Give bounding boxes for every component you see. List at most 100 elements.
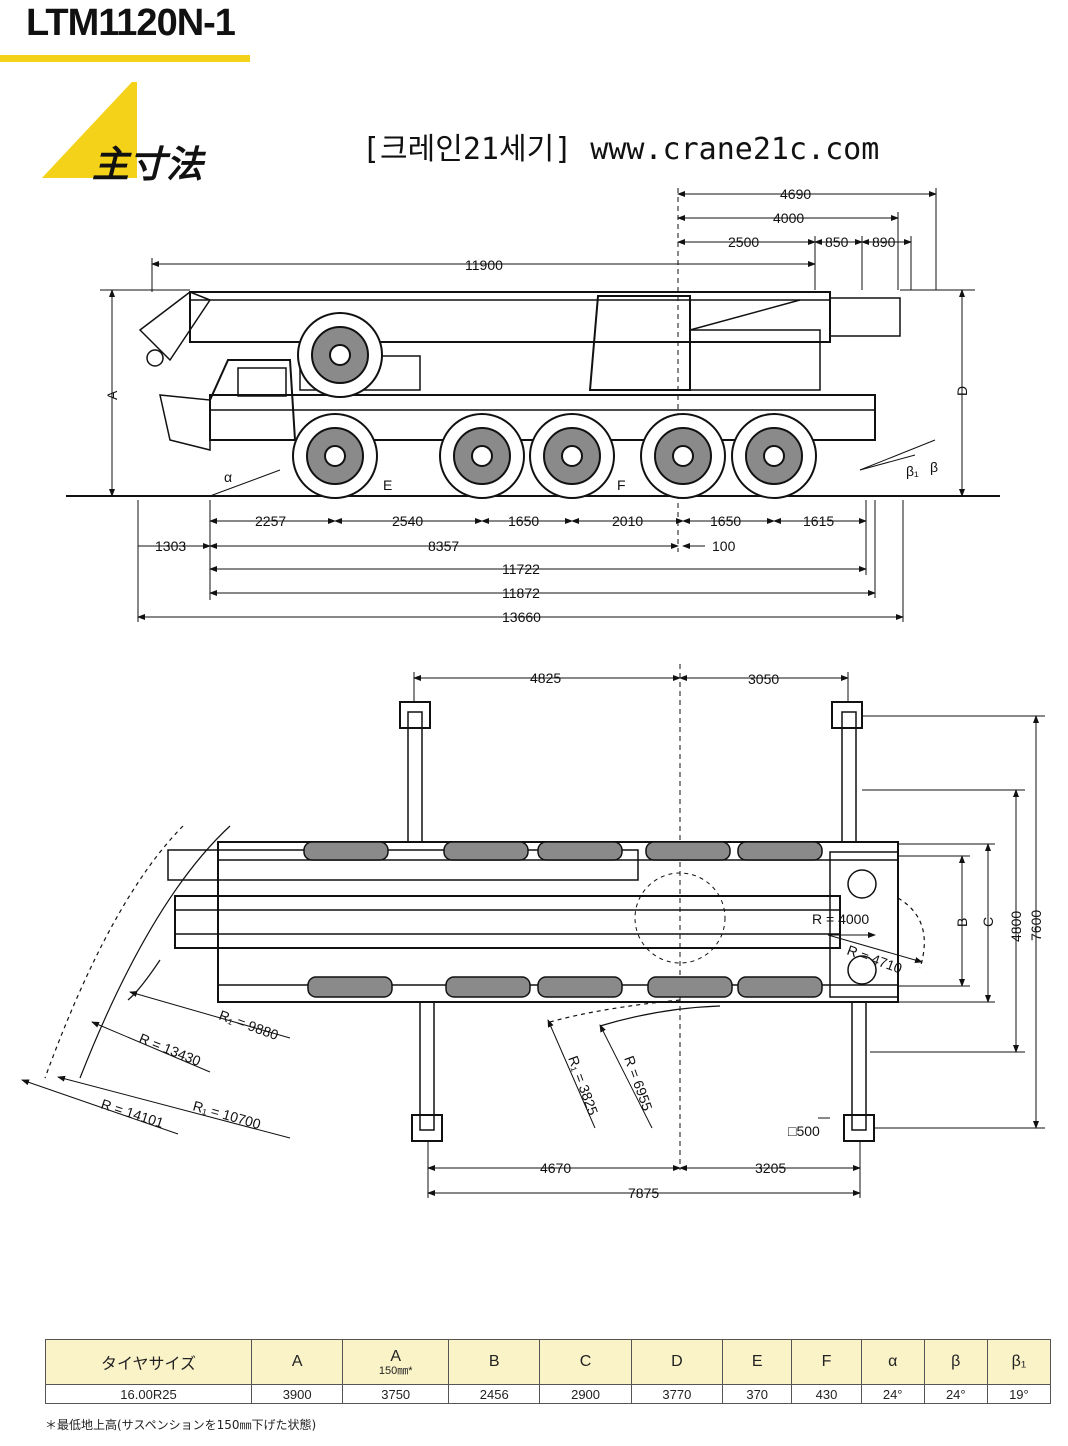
dim-4825: 4825: [530, 670, 561, 686]
radius-pointers: [21, 932, 923, 1139]
side-view: [66, 188, 1000, 552]
header-tire-size: タイヤサイズ: [45, 1339, 252, 1385]
side-vertical-dims: [100, 289, 975, 497]
tire-top-3: [537, 841, 623, 861]
dim-11900: 11900: [465, 257, 503, 273]
side-top-dim-labels: 4690 4000 2500 850 890 11900: [465, 186, 896, 273]
dim-100: 100: [712, 538, 736, 554]
dim-890: 890: [872, 234, 896, 250]
tire-top-1: [303, 841, 389, 861]
radius-10700: R₁ = 10700: [191, 1098, 263, 1133]
wheel-3: [529, 413, 615, 499]
dim-3050: 3050: [748, 671, 779, 687]
radius-14101: R = 14101: [99, 1096, 166, 1131]
dim-2540: 2540: [392, 513, 423, 529]
cell-tire: 16.00R25: [45, 1384, 252, 1404]
footnote: ＊最低地上高(サスペンションを150㎜下げた状態): [45, 1418, 317, 1432]
tire-top-4: [645, 841, 731, 861]
dim-4000: 4000: [773, 210, 804, 226]
title-underline: [0, 55, 250, 62]
dim-4800: 4800: [1008, 911, 1024, 942]
radius-6955: R = 6955: [621, 1054, 656, 1113]
tire-bot-5: [737, 976, 823, 998]
header-beta: β: [923, 1339, 988, 1385]
cell-c: 2900: [539, 1384, 632, 1404]
dim-8357: 8357: [428, 538, 459, 554]
tire-bot-4: [647, 976, 733, 998]
radius-4000: R = 4000: [812, 911, 869, 927]
cell-a: 3900: [250, 1384, 344, 1404]
angle-lines: [209, 439, 936, 497]
dim-1303: 1303: [155, 538, 186, 554]
dim-2500: 2500: [728, 234, 759, 250]
dim-4670: 4670: [540, 1160, 571, 1176]
model-title: LTM1120N-1: [26, 2, 236, 44]
header-f: F: [791, 1339, 862, 1385]
tire-bot-1: [307, 976, 393, 998]
dim-7600: 7600: [1028, 910, 1044, 941]
radius-13430: R = 13430: [137, 1030, 203, 1069]
header-a-150-label: A: [390, 1347, 402, 1365]
cell-a-150: 3750: [342, 1384, 450, 1404]
radius-9880: R₁ = 9880: [217, 1007, 281, 1043]
cell-alpha: 24°: [860, 1384, 925, 1404]
tire-bot-2: [445, 976, 531, 998]
cell-f: 430: [791, 1384, 862, 1404]
header-b: B: [448, 1339, 541, 1385]
side-wheels: [292, 312, 817, 499]
radius-3825: R₁ = 3825: [565, 1054, 601, 1118]
dim-3205: 3205: [755, 1160, 786, 1176]
dim-1615: 1615: [803, 513, 834, 529]
top-view-dim-labels: 4825 3050 4670 3205 7875 B C 4800 7600 □…: [530, 670, 1044, 1201]
dim-4690: 4690: [780, 186, 811, 202]
watermark: [크레인21세기] www.crane21c.com: [362, 132, 880, 167]
side-bottom-dim-labels: 2257 2540 1650 2010 1650 1615 1303 8357 …: [155, 513, 834, 625]
header-a: A: [250, 1339, 344, 1385]
top-tires: [303, 841, 823, 998]
wheel-4: [640, 413, 726, 499]
table-row: 16.00R25 3900 3750 2456 2900 3770 370 43…: [45, 1384, 1052, 1404]
dim-2010: 2010: [612, 513, 643, 529]
dim-7875: 7875: [628, 1185, 659, 1201]
label-c: C: [980, 917, 996, 927]
wheel-2: [439, 413, 525, 499]
label-beta: β: [930, 459, 938, 475]
pad-size: □500: [788, 1123, 820, 1139]
cell-d: 3770: [630, 1384, 724, 1404]
label-beta1: β₁: [906, 463, 919, 479]
dim-1650-a: 1650: [508, 513, 539, 529]
dim-850: 850: [825, 234, 849, 250]
header-a-150-sub: 150㎜*: [378, 1364, 413, 1377]
cell-b: 2456: [448, 1384, 541, 1404]
header-alpha: α: [860, 1339, 925, 1385]
tire-bot-3: [537, 976, 623, 998]
header-c: C: [539, 1339, 632, 1385]
cell-e: 370: [722, 1384, 793, 1404]
swing-arcs: [44, 825, 925, 1079]
label-b: B: [954, 918, 970, 927]
cell-beta1: 19°: [986, 1384, 1052, 1404]
tire-top-5: [737, 841, 823, 861]
wheel-spare: [297, 312, 383, 398]
dim-2257: 2257: [255, 513, 286, 529]
wheel-5: [731, 413, 817, 499]
dim-13660: 13660: [502, 609, 541, 625]
dim-1650-b: 1650: [710, 513, 741, 529]
side-bottom-dims: [137, 500, 904, 622]
label-f: F: [617, 477, 626, 493]
side-top-dims: [151, 188, 937, 292]
label-alpha: α: [224, 469, 232, 485]
wheel-1: [292, 413, 378, 499]
cell-beta: 24°: [923, 1384, 988, 1404]
header-d: D: [630, 1339, 724, 1385]
label-d: D: [954, 386, 970, 396]
radius-4710: R = 4710: [845, 942, 904, 977]
header-e: E: [722, 1339, 793, 1385]
header-beta1: β₁: [986, 1339, 1052, 1385]
dim-11722: 11722: [502, 561, 540, 577]
top-view-dims: [413, 672, 1045, 1198]
